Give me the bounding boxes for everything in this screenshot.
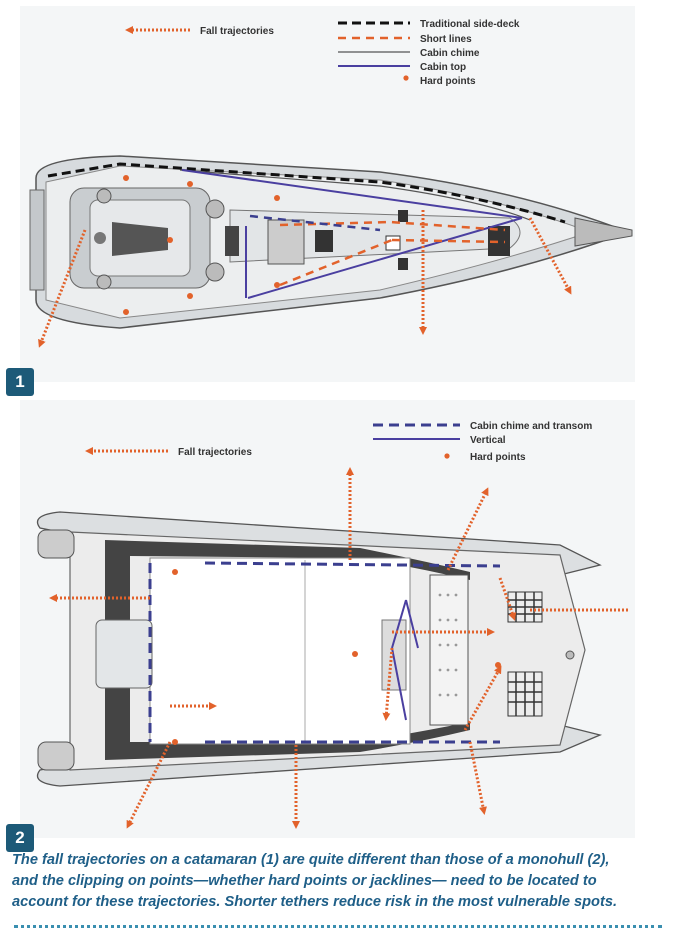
legend-cabin-chime: Cabin chime — [420, 48, 480, 59]
catamaran-hull-icon — [36, 511, 603, 787]
figure2-number-badge: 2 — [6, 824, 34, 852]
hard-point-icon — [274, 195, 280, 201]
hard-point-icon — [172, 739, 178, 745]
legend-vertical: Vertical — [470, 435, 506, 446]
hard-point-icon — [172, 569, 178, 575]
hard-point-legend-icon — [444, 453, 450, 459]
hard-point-legend-icon — [403, 75, 409, 81]
hard-point-icon — [187, 181, 193, 187]
legend-cabin-top: Cabin top — [420, 62, 466, 73]
figure2-fall-trajectories — [49, 467, 628, 829]
hard-point-icon — [495, 662, 501, 668]
trajectory-arrow-icon — [498, 577, 517, 621]
trajectory-arrow-icon — [446, 487, 489, 571]
hard-point-icon — [167, 237, 173, 243]
legend-fall-trajectories: Fall trajectories — [200, 26, 274, 37]
hard-point-icon — [274, 282, 280, 288]
legend-side-deck: Traditional side-deck — [420, 19, 520, 30]
caption-line-3: account for these trajectories. Shorter … — [12, 894, 618, 910]
hard-point-icon — [187, 293, 193, 299]
legend-hard-points-2: Hard points — [470, 452, 526, 463]
trajectory-arrow-icon — [38, 229, 87, 348]
figure1-hard-points — [123, 175, 280, 315]
legend-hard-points: Hard points — [420, 76, 476, 87]
figure1-legend: Fall trajectories Traditional side-deck … — [125, 19, 520, 87]
legend-cabin-chime-transom: Cabin chime and transom — [470, 421, 592, 432]
legend-fall-trajectories-2: Fall trajectories — [178, 447, 252, 458]
caption-line-1: The fall trajectories on a catamaran (1)… — [12, 852, 610, 868]
hard-point-icon — [123, 175, 129, 181]
hard-point-icon — [123, 309, 129, 315]
figure1-number-badge: 1 — [6, 368, 34, 396]
figure1-lines — [47, 162, 566, 299]
figure2-legend: Fall trajectories Cabin chime and transo… — [85, 421, 592, 463]
legend-short-lines: Short lines — [420, 34, 472, 45]
figure-caption: The fall trajectories on a catamaran (1)… — [12, 850, 667, 913]
hard-point-icon — [352, 651, 358, 657]
caption-line-2: and the clipping on points—whether hard … — [12, 873, 597, 889]
figure1-fall-trajectories — [38, 210, 572, 348]
dotted-divider — [14, 925, 662, 928]
figure2-hard-points — [172, 569, 501, 745]
